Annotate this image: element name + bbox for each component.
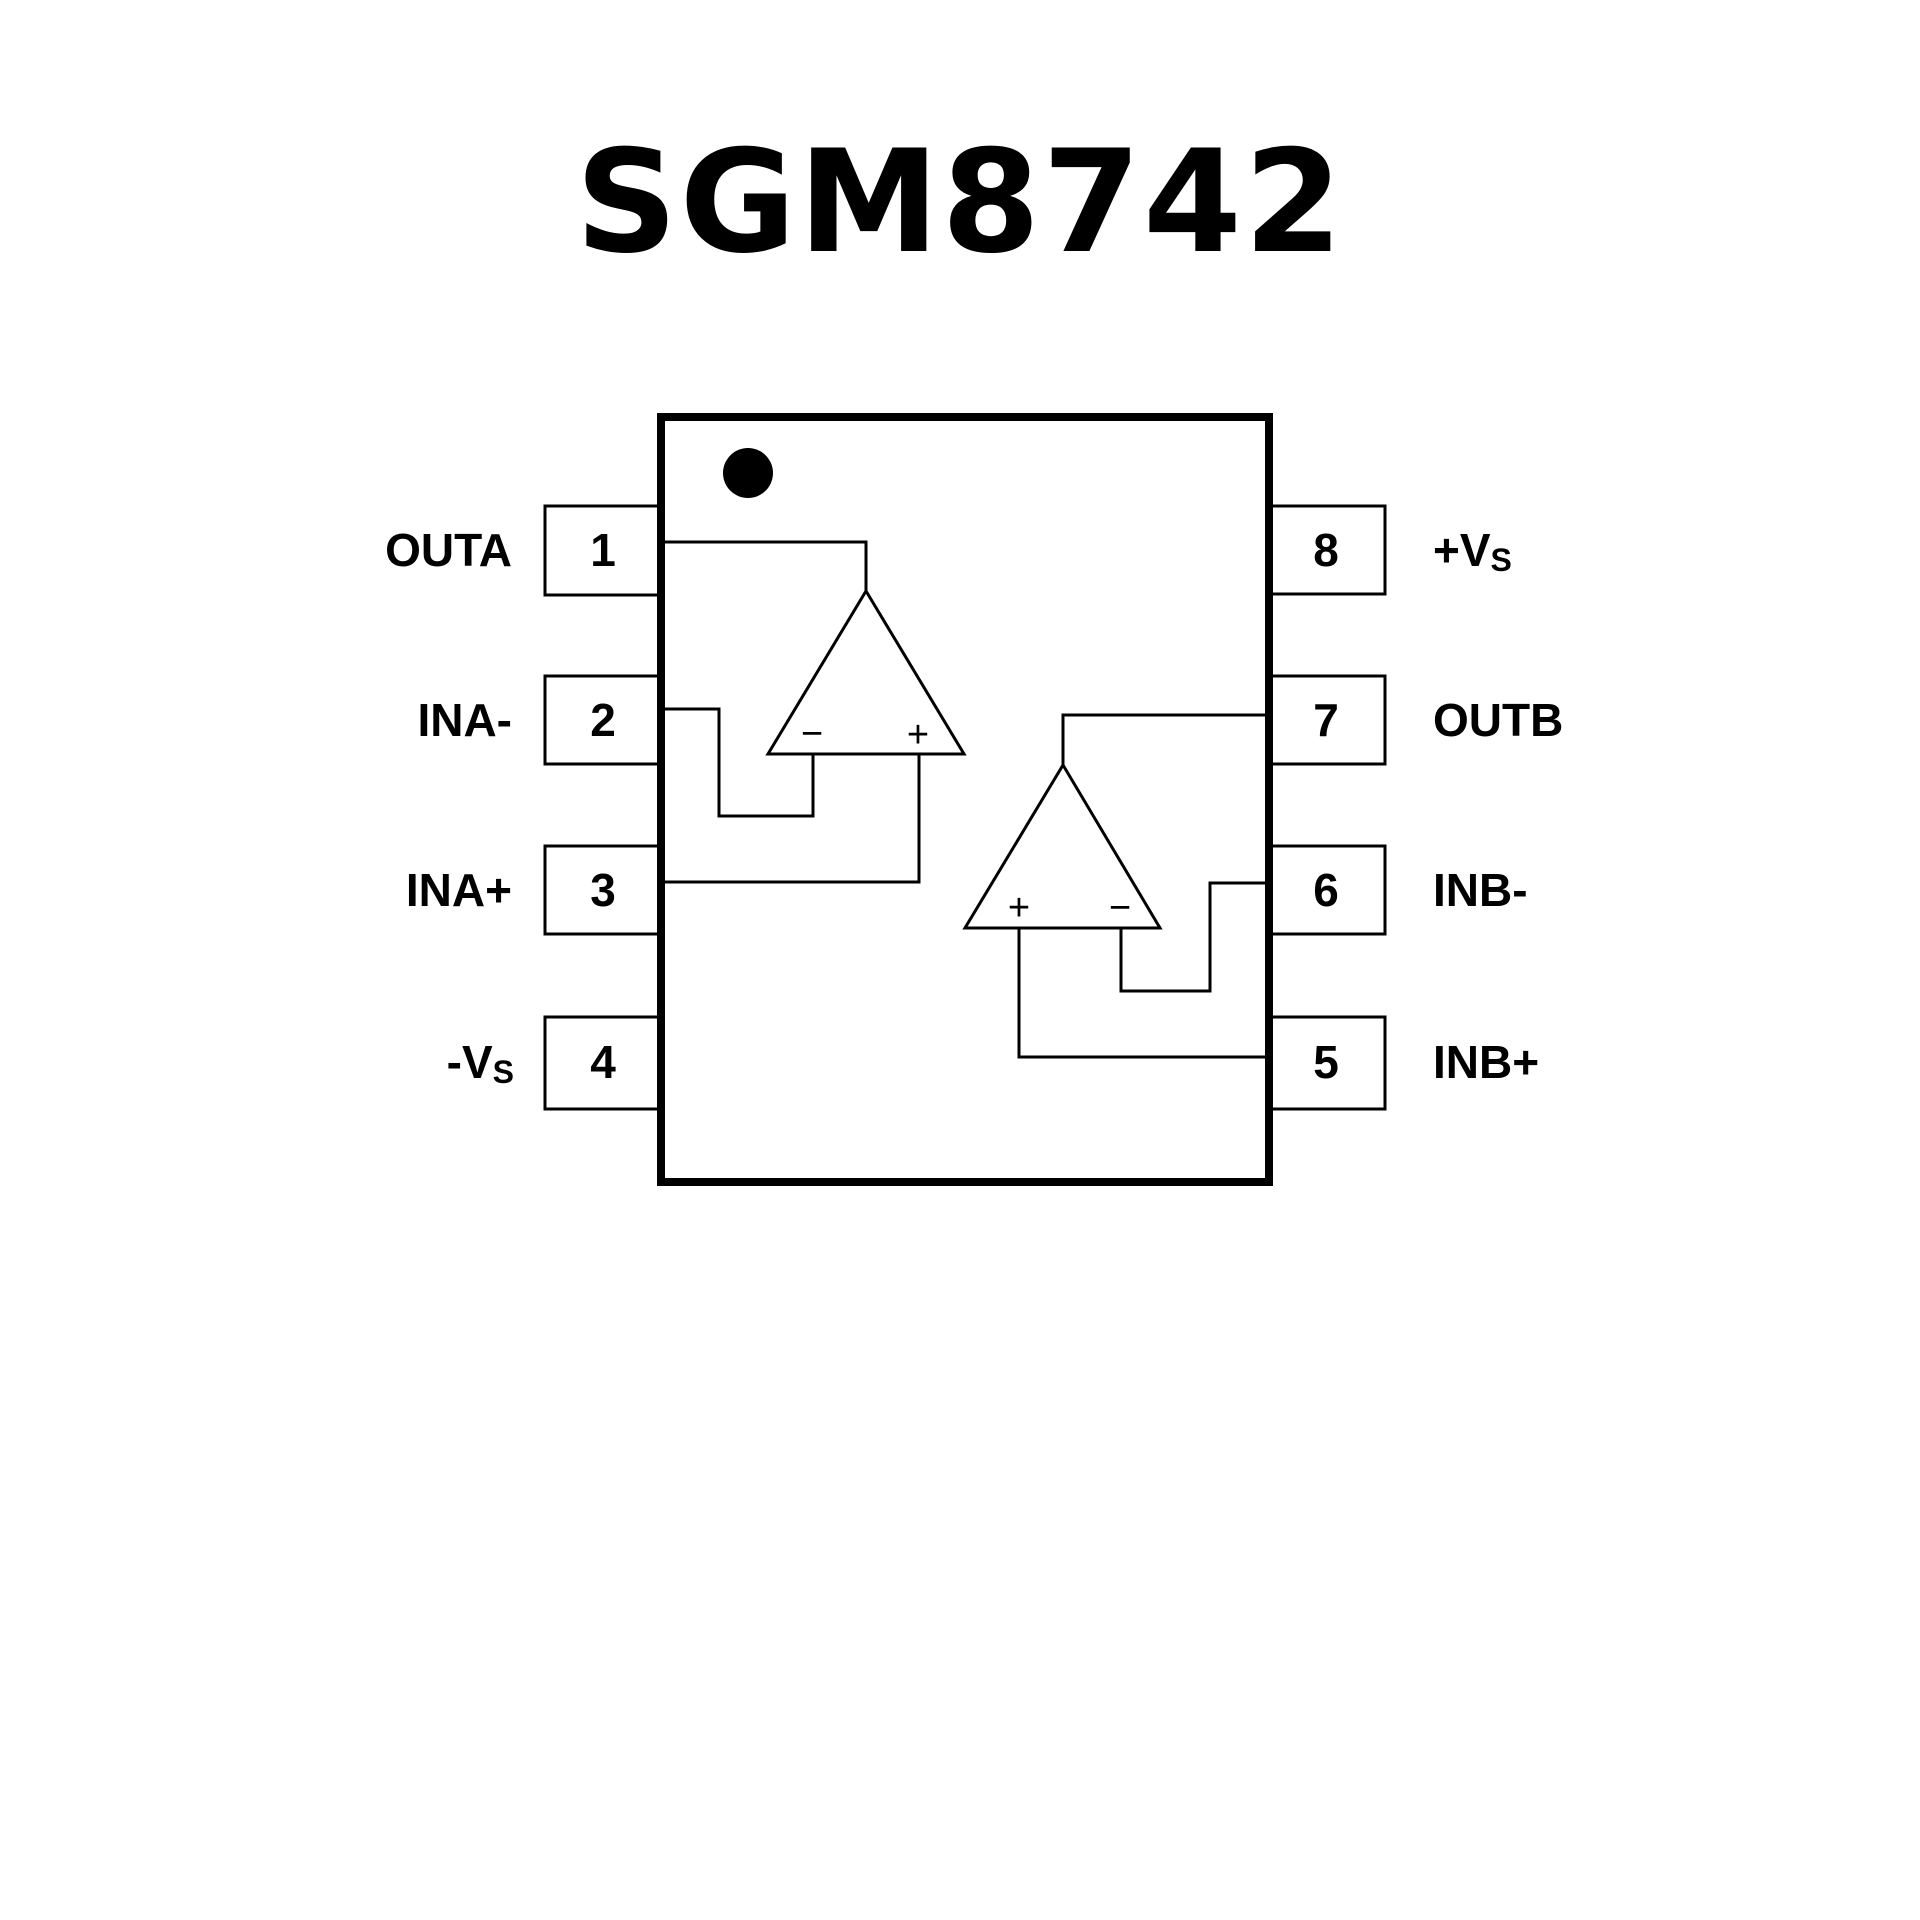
pin-7-label: OUTB bbox=[1433, 694, 1563, 746]
pin-3-label: INA+ bbox=[406, 864, 512, 916]
pin-5-number: 5 bbox=[1313, 1036, 1339, 1088]
op-amp-b: + − bbox=[962, 713, 1266, 1059]
wire-inb-minus bbox=[1119, 881, 1266, 993]
pin-4-label-sub: S bbox=[493, 1054, 514, 1090]
pin-2-label: INA- bbox=[417, 694, 512, 746]
pin-1: 1 OUTA bbox=[385, 504, 657, 597]
pin-6: 6 INB- bbox=[1273, 844, 1528, 936]
pin-8-number: 8 bbox=[1313, 524, 1339, 576]
op-amp-a-triangle bbox=[765, 588, 967, 756]
op-amp-a-plus-sign: + bbox=[907, 714, 929, 756]
wire-ina-minus bbox=[665, 707, 815, 818]
op-amp-b-minus-sign: − bbox=[1109, 887, 1131, 929]
pin-3-number: 3 bbox=[590, 864, 616, 916]
pin-4-number: 4 bbox=[590, 1036, 616, 1088]
op-amp-a: − + bbox=[665, 540, 967, 884]
pin-2: 2 INA- bbox=[417, 674, 657, 766]
op-amp-b-plus-sign: + bbox=[1008, 887, 1030, 929]
pin-5: 5 INB+ bbox=[1273, 1015, 1539, 1111]
pin-3: 3 INA+ bbox=[406, 844, 657, 936]
pin-2-number: 2 bbox=[590, 694, 616, 746]
op-amp-b-triangle bbox=[962, 762, 1163, 930]
pin-8: 8 +VS bbox=[1273, 504, 1512, 596]
pin-1-box bbox=[543, 504, 657, 597]
chip-body bbox=[657, 413, 1273, 1186]
pin-7: 7 OUTB bbox=[1273, 674, 1563, 766]
pin-8-label-sub: S bbox=[1491, 542, 1512, 578]
pin-7-box bbox=[1273, 674, 1387, 766]
chip-title: SGM8742 bbox=[575, 120, 1345, 285]
pin-2-box bbox=[543, 674, 657, 766]
pin-4-box bbox=[543, 1015, 657, 1111]
pin-4-label-main: -V bbox=[447, 1036, 493, 1088]
pin-1-number: 1 bbox=[590, 524, 616, 576]
pin-4: 4 -VS bbox=[447, 1015, 657, 1111]
pin-3-box bbox=[543, 844, 657, 936]
pin-6-label: INB- bbox=[1433, 864, 1528, 916]
pin-6-number: 6 bbox=[1313, 864, 1339, 916]
pin-5-label: INB+ bbox=[1433, 1036, 1539, 1088]
pin-8-label-main: +V bbox=[1433, 524, 1491, 576]
pin-1-dot bbox=[723, 448, 773, 498]
pin-8-box bbox=[1273, 504, 1387, 596]
wire-ina-plus bbox=[665, 754, 921, 884]
pin-4-label: -VS bbox=[447, 1036, 514, 1090]
pin-5-box bbox=[1273, 1015, 1387, 1111]
pin-1-label: OUTA bbox=[385, 524, 512, 576]
pin-7-number: 7 bbox=[1313, 694, 1339, 746]
pin-6-box bbox=[1273, 844, 1387, 936]
pin-8-label: +VS bbox=[1433, 524, 1512, 578]
wire-outb bbox=[1061, 713, 1266, 765]
wire-inb-plus bbox=[1017, 928, 1266, 1059]
wire-outa bbox=[665, 540, 868, 591]
op-amp-a-minus-sign: − bbox=[801, 713, 823, 755]
